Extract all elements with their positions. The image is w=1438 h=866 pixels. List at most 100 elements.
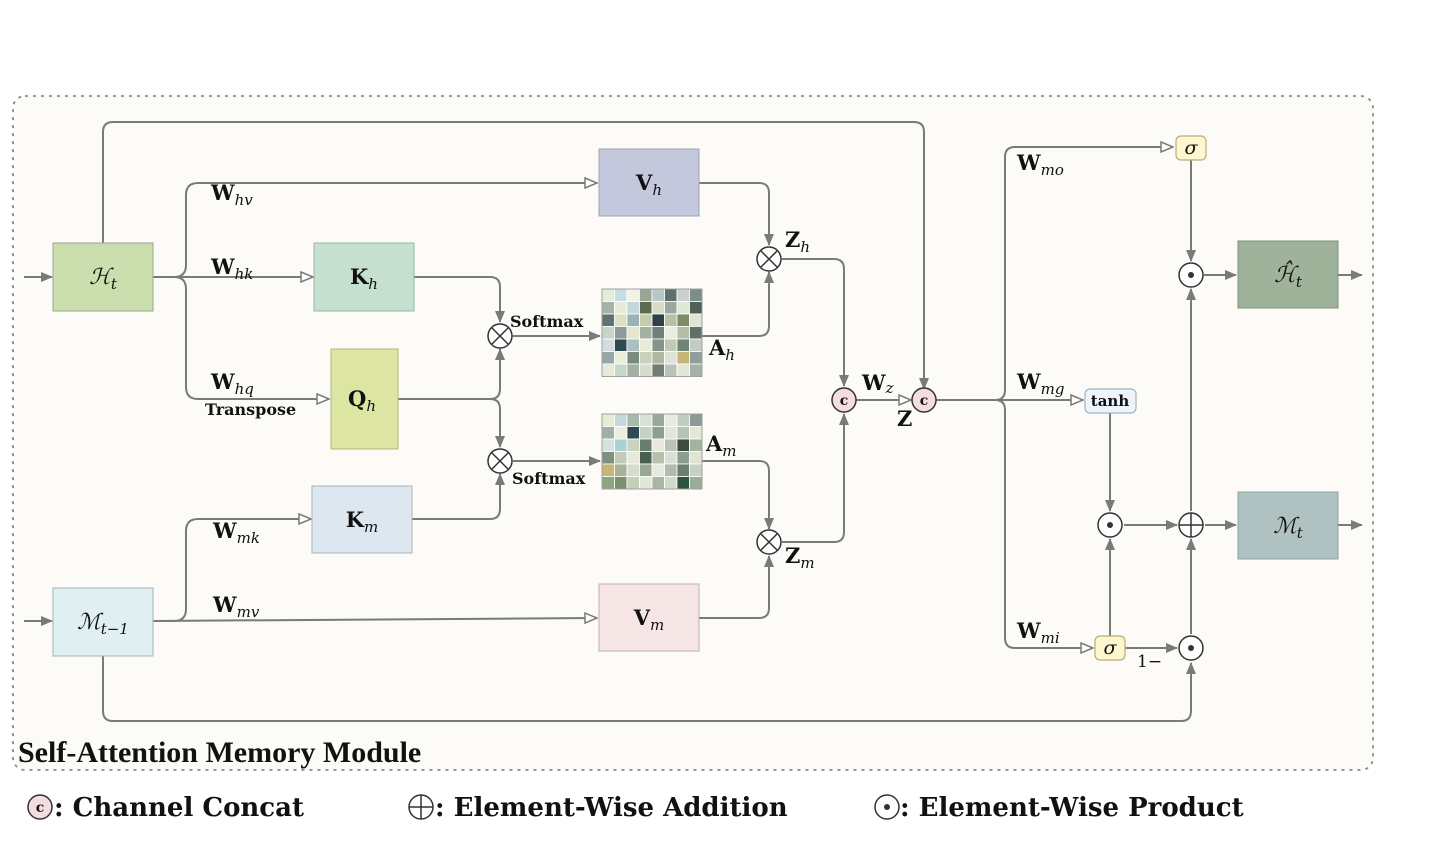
attention-cell (614, 351, 628, 365)
attention-cell (676, 326, 690, 340)
node-label: ℳ (77, 610, 104, 635)
attention-cell (651, 288, 665, 302)
attention-cell (601, 463, 615, 477)
attention-cell (601, 426, 615, 440)
svg-text:Km: Km (346, 507, 379, 536)
node-M_t: ℳt (1237, 491, 1339, 560)
attention-cell (626, 338, 640, 352)
attention-cell (651, 451, 665, 465)
attention-cell (626, 438, 640, 452)
attention-cell (676, 413, 690, 427)
label-W_hv: Whv (210, 180, 253, 209)
attention-map-A_h (601, 288, 703, 377)
product-op-3 (1178, 635, 1204, 661)
node-V_h: Vh (598, 148, 700, 217)
label-A_m: Am (705, 431, 737, 460)
product-op-1 (1178, 262, 1204, 288)
attention-cell (601, 438, 615, 452)
attention-cell (664, 288, 678, 302)
attention-cell (614, 288, 628, 302)
legend-add: : Element-Wise Addition (408, 793, 788, 823)
attention-cell (639, 426, 653, 440)
attention-cell (614, 476, 628, 490)
attention-map-border (601, 288, 703, 377)
legend-concat: c : Channel Concat (27, 793, 304, 823)
label-W_mv: Wmv (212, 592, 260, 621)
attention-cell (664, 413, 678, 427)
attention-cell (626, 351, 640, 365)
attention-cell (651, 476, 665, 490)
node-K_m: Km (311, 485, 413, 554)
attention-cell (664, 313, 678, 327)
attention-cell (664, 301, 678, 315)
attention-cell (639, 463, 653, 477)
node-label: ℳ (1273, 514, 1300, 539)
attention-cell (689, 338, 703, 352)
svg-text:Vm: Vm (633, 605, 665, 634)
concat-symbol: c (36, 800, 45, 816)
attention-cell (601, 301, 615, 315)
multiply-op-2 (487, 448, 513, 474)
attention-cell (689, 426, 703, 440)
concat-op-2: c (911, 387, 937, 413)
node-subscript: t−1 (101, 620, 129, 638)
attention-cell (651, 301, 665, 315)
attention-cell (664, 451, 678, 465)
gate-label: tanh (1091, 392, 1130, 410)
attention-cell (614, 463, 628, 477)
multiply-op-Z_h (756, 246, 782, 272)
attention-cell (626, 288, 640, 302)
attention-cell (614, 426, 628, 440)
attention-cell (626, 413, 640, 427)
node-V_m: Vm (598, 583, 700, 652)
attention-cell (689, 476, 703, 490)
attention-cell (639, 326, 653, 340)
attention-cell (601, 338, 615, 352)
label-A_h: Ah (708, 335, 735, 364)
node-subscript: t (1297, 524, 1304, 542)
legend-concat-label: : Channel Concat (54, 793, 304, 823)
attention-cell (601, 413, 615, 427)
label-one-minus: 1− (1137, 652, 1162, 672)
wires (24, 121, 1363, 722)
node-K_h: Kh (313, 242, 415, 312)
label-W_hk: Whk (210, 254, 253, 283)
attention-cell (626, 301, 640, 315)
attention-cell (689, 451, 703, 465)
attention-cell (614, 451, 628, 465)
attention-cell (664, 426, 678, 440)
attention-cell (639, 438, 653, 452)
node-subscript: m (650, 616, 664, 634)
svg-text:ℳt−1: ℳt−1 (77, 610, 129, 638)
attention-cell (664, 326, 678, 340)
attention-cell (639, 451, 653, 465)
weight-labels: Whv Whk Whq Transpose Wmk Wmv Wz Wmo Wmg… (205, 150, 1064, 647)
node-label: Q (348, 386, 366, 411)
node-subscript: t (1296, 273, 1303, 291)
node-box (313, 242, 415, 312)
attention-cell (639, 363, 653, 377)
label-W_mo: Wmo (1016, 150, 1064, 179)
attention-cell (664, 363, 678, 377)
multiply-op-Z_m (756, 529, 782, 555)
attention-cell (626, 326, 640, 340)
attention-cell (614, 313, 628, 327)
attention-cell (639, 351, 653, 365)
attention-cell (614, 326, 628, 340)
svg-text:ℳt: ℳt (1273, 514, 1304, 542)
legend: c : Channel Concat : Element-Wise Additi… (27, 793, 1244, 823)
attention-cell (676, 351, 690, 365)
label-Z: Z (897, 406, 912, 431)
label-softmax-h: Softmax (510, 312, 584, 331)
node-label: V (635, 170, 653, 195)
attention-cell (651, 351, 665, 365)
attention-cell (689, 288, 703, 302)
node-subscript: h (366, 397, 376, 415)
gate-label: σ (1104, 637, 1118, 659)
attention-cell (626, 426, 640, 440)
attention-cell (639, 301, 653, 315)
attention-cell (676, 301, 690, 315)
attention-cell (689, 463, 703, 477)
gate-sigma-i: σ (1094, 635, 1126, 661)
